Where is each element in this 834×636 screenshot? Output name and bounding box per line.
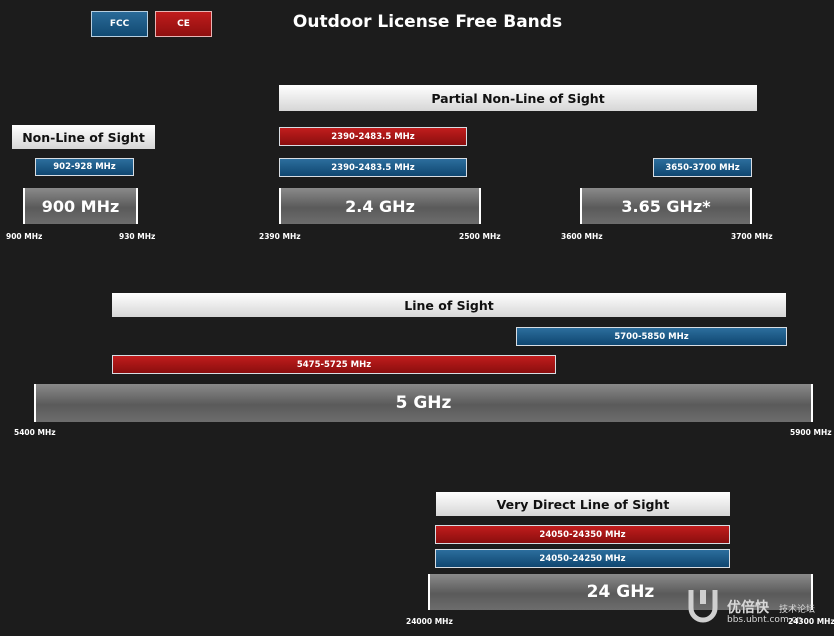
tick-24g-start: [428, 574, 430, 610]
band-24g: 24 GHz: [428, 574, 813, 610]
category-partial-nlos: Partial Non-Line of Sight: [279, 85, 757, 111]
legend-ce: CE: [155, 11, 212, 37]
tick-24g-end: [811, 574, 813, 610]
label-900-start: 900 MHz: [6, 232, 43, 241]
category-nlos: Non-Line of Sight: [12, 125, 155, 149]
tick-900-start: [23, 188, 25, 224]
band-900: 900 MHz: [23, 188, 138, 224]
watermark-cn: 优倍快: [727, 600, 769, 616]
watermark-url: bbs.ubnt.com.cn: [727, 615, 803, 625]
band-365-fcc: 3650-3700 MHz: [653, 158, 752, 177]
tick-5-end: [811, 384, 813, 422]
diagram-title: Outdoor License Free Bands: [292, 12, 563, 32]
band-5: 5 GHz: [34, 384, 813, 422]
band-5-ce: 5475-5725 MHz: [112, 355, 556, 374]
watermark-cn-small: 技术论坛: [779, 605, 816, 615]
label-24g-end: 24300 MHz: [788, 617, 834, 626]
label-24-end: 2500 MHz: [459, 232, 501, 241]
tick-365-end: [750, 188, 752, 224]
tick-900-end: [136, 188, 138, 224]
band-365: 3.65 GHz*: [580, 188, 752, 224]
band-24: 2.4 GHz: [279, 188, 481, 224]
category-very-direct-los: Very Direct Line of Sight: [436, 492, 730, 516]
band-24-ce: 2390-2483.5 MHz: [279, 127, 467, 146]
label-24g-start: 24000 MHz: [406, 617, 453, 626]
band-24g-ce: 24050-24350 MHz: [435, 525, 730, 544]
tick-24-end: [479, 188, 481, 224]
band-24g-fcc: 24050-24250 MHz: [435, 549, 730, 568]
label-365-start: 3600 MHz: [561, 232, 603, 241]
category-los: Line of Sight: [112, 293, 786, 317]
band-5-fcc: 5700-5850 MHz: [516, 327, 787, 346]
band-24-fcc: 2390-2483.5 MHz: [279, 158, 467, 177]
tick-24-start: [279, 188, 281, 224]
tick-365-start: [580, 188, 582, 224]
label-24-start: 2390 MHz: [259, 232, 301, 241]
watermark-logo-icon: [683, 584, 723, 624]
label-5-end: 5900 MHz: [790, 428, 832, 437]
label-900-end: 930 MHz: [119, 232, 156, 241]
legend-fcc: FCC: [91, 11, 148, 37]
tick-5-start: [34, 384, 36, 422]
label-5-start: 5400 MHz: [14, 428, 56, 437]
label-365-end: 3700 MHz: [731, 232, 773, 241]
band-900-fcc: 902-928 MHz: [35, 158, 134, 176]
